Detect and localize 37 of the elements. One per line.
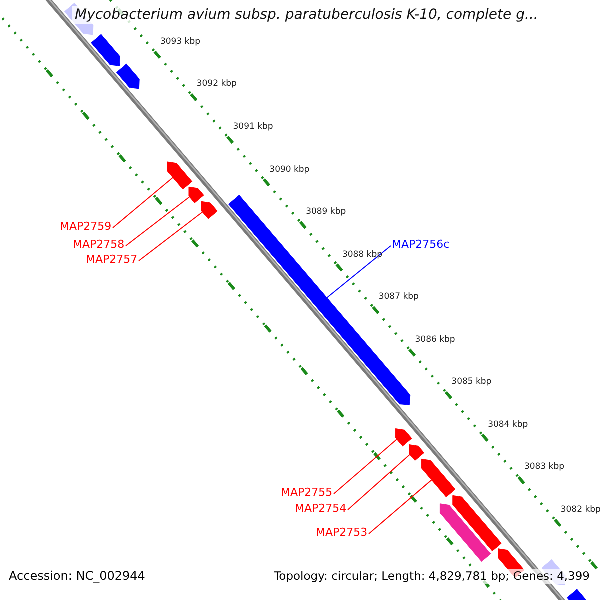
scale-label: 3084 kbp <box>488 420 528 431</box>
gene-block <box>452 495 502 552</box>
gene-label: MAP2756c <box>392 238 450 252</box>
leader-line <box>334 439 398 494</box>
gene-block <box>421 458 456 498</box>
gene-block <box>91 34 120 66</box>
leader-line <box>326 246 392 298</box>
gene-label: MAP2757 <box>86 254 138 266</box>
gene-block <box>395 428 412 447</box>
leader-line <box>112 177 174 228</box>
gene-block <box>409 444 425 462</box>
scale-label: 3089 kbp <box>306 208 346 218</box>
leader-line <box>138 212 204 262</box>
gene-block <box>201 201 218 220</box>
scale-label: 3087 kbp <box>378 293 419 303</box>
scale-label: 3092 kbp <box>196 80 237 90</box>
scale-label: 3091 kbp <box>233 122 274 133</box>
gene-block <box>440 504 492 562</box>
gene-block <box>116 64 140 90</box>
gene-label: MAP2758 <box>73 238 125 252</box>
scale-label: 3085 kbp <box>452 378 492 388</box>
leader-line <box>126 196 190 246</box>
gene-label: MAP2753 <box>316 526 368 540</box>
genome-info-text: Topology: circular; Length: 4,829,781 bp; Genes: 4,399 <box>272 569 592 584</box>
accession-text: Accession: NC_002944 <box>7 569 148 585</box>
scale-label: 3090 kbp <box>270 166 310 176</box>
leader-line <box>348 454 410 510</box>
scale-label: 3086 kbp <box>415 336 456 346</box>
gene-label: MAP2755 <box>281 486 333 500</box>
gene-label: MAP2759 <box>60 220 112 234</box>
leader-line <box>368 480 432 534</box>
gene-block <box>167 162 193 190</box>
scale-label: 3088 kbp <box>342 250 383 260</box>
scale-label: 3093 kbp <box>160 38 201 48</box>
gene-block <box>188 186 204 204</box>
scale-label: 3083 kbp <box>524 463 565 474</box>
gene-label: MAP2754 <box>295 502 347 516</box>
